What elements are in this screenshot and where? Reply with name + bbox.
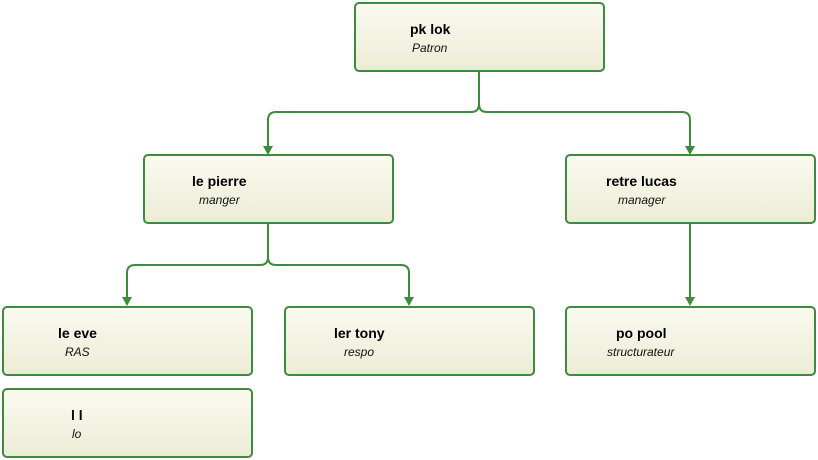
connector-pk-lok-retre-lucas (478, 71, 691, 148)
node-retre-lucas[interactable]: retre lucas manager (565, 154, 816, 224)
arrowhead-po-pool (685, 297, 695, 306)
node-le-eve[interactable]: le eve RAS (2, 306, 253, 376)
connector-pk-lok-le-pierre (267, 71, 480, 148)
arrowhead-le-pierre (263, 146, 273, 155)
node-name: l l (71, 407, 83, 423)
node-name: ler tony (334, 325, 385, 341)
node-ler-tony[interactable]: ler tony respo (284, 306, 535, 376)
node-l-l[interactable]: l l lo (2, 388, 253, 458)
node-role: RAS (65, 345, 90, 359)
arrowhead-le-eve (122, 297, 132, 306)
connector-le-pierre-le-eve (126, 223, 269, 299)
node-role: manger (199, 193, 240, 207)
node-role: lo (72, 427, 82, 441)
node-role: manager (618, 193, 666, 207)
node-name: le pierre (192, 173, 247, 189)
arrowhead-ler-tony (404, 297, 414, 306)
node-name: po pool (616, 325, 667, 341)
node-role: structurateur (607, 345, 675, 359)
node-role: respo (344, 345, 375, 359)
node-name: pk lok (410, 21, 451, 37)
node-le-pierre[interactable]: le pierre manger (143, 154, 394, 224)
node-po-pool[interactable]: po pool structurateur (565, 306, 816, 376)
node-name: retre lucas (606, 173, 677, 189)
node-role: Patron (412, 41, 448, 55)
connector-le-pierre-ler-tony (267, 223, 410, 299)
node-name: le eve (58, 325, 97, 341)
arrowhead-retre-lucas (685, 146, 695, 155)
node-pk-lok[interactable]: pk lok Patron (354, 2, 605, 72)
